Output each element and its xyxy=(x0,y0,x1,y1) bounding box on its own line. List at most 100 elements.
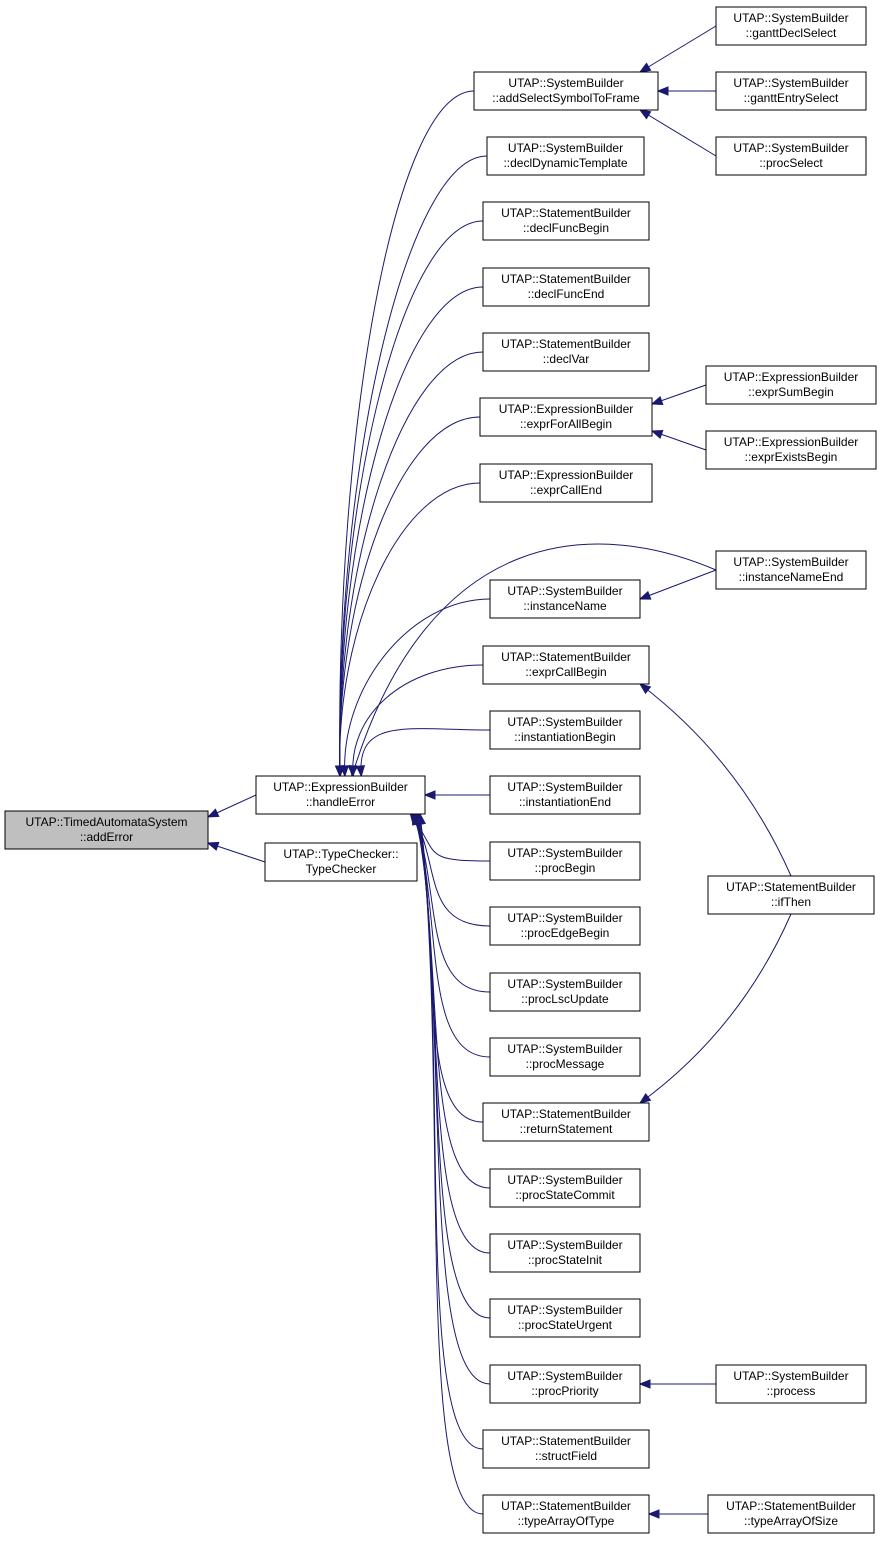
node-label-line1: UTAP::TimedAutomataSystem xyxy=(25,815,187,829)
node-instBegin[interactable]: UTAP::SystemBuilder::instantiationBegin xyxy=(489,710,641,750)
node-ganttDecl[interactable]: UTAP::SystemBuilder::ganttDeclSelect xyxy=(715,6,867,46)
node-instanceName[interactable]: UTAP::SystemBuilder::instanceName xyxy=(489,579,641,619)
edge-ganttEntry-to-addSelect-arrow xyxy=(656,86,669,96)
node-label-line2: TypeChecker xyxy=(306,862,377,876)
node-procStateCommit[interactable]: UTAP::SystemBuilder::procStateCommit xyxy=(489,1168,641,1208)
edge-ifThen-to-returnStmt-arrow xyxy=(638,1092,652,1104)
node-label-line1: UTAP::SystemBuilder xyxy=(507,584,622,598)
node-procStateInit[interactable]: UTAP::SystemBuilder::procStateInit xyxy=(489,1233,641,1273)
edge-procMessage-to-handleError xyxy=(413,813,491,1058)
node-returnStmt[interactable]: UTAP::StatementBuilder::returnStatement xyxy=(482,1102,650,1142)
node-label-line1: UTAP::SystemBuilder xyxy=(507,846,622,860)
edge-declFuncBegin-to-handleError xyxy=(339,220,484,777)
node-label-line2: ::procBegin xyxy=(535,861,596,875)
edge-instanceName-to-handleError-arrow xyxy=(339,765,350,778)
node-exprCallEnd[interactable]: UTAP::ExpressionBuilder::exprCallEnd xyxy=(479,463,653,503)
node-procStateUrgent[interactable]: UTAP::SystemBuilder::procStateUrgent xyxy=(489,1298,641,1338)
node-box xyxy=(489,579,641,619)
node-label-line2: ::typeArrayOfType xyxy=(518,1514,615,1528)
node-box xyxy=(482,645,650,685)
node-label-line2: ::ifThen xyxy=(771,895,811,909)
node-addSelect[interactable]: UTAP::SystemBuilder::addSelectSymbolToFr… xyxy=(473,71,659,111)
node-structField[interactable]: UTAP::StatementBuilder::structField xyxy=(482,1429,650,1469)
node-label-line1: UTAP::SystemBuilder xyxy=(507,1173,622,1187)
node-handleError[interactable]: UTAP::ExpressionBuilder::handleError xyxy=(255,775,426,815)
edge-typeArrayOfType-to-handleError xyxy=(419,813,484,1515)
node-label-line2: ::returnStatement xyxy=(520,1122,613,1136)
node-exprSum[interactable]: UTAP::ExpressionBuilder::exprSumBegin xyxy=(705,365,877,405)
node-instanceNameEnd[interactable]: UTAP::SystemBuilder::instanceNameEnd xyxy=(715,550,867,590)
edge-instanceNameEnd-to-instanceName xyxy=(639,569,717,600)
node-label-line2: ::exprExistsBegin xyxy=(745,450,838,464)
node-procEdgeBegin[interactable]: UTAP::SystemBuilder::procEdgeBegin xyxy=(489,906,641,946)
node-box xyxy=(489,1037,641,1077)
node-label-line2: ::procMessage xyxy=(526,1057,605,1071)
node-label-line1: UTAP::ExpressionBuilder xyxy=(724,370,859,384)
edge-ganttDecl-to-addSelect-arrow xyxy=(638,62,652,73)
node-box xyxy=(479,463,653,503)
edge-exprForAll-to-handleError xyxy=(339,416,481,777)
node-ifThen[interactable]: UTAP::StatementBuilder::ifThen xyxy=(707,875,875,915)
node-label-line1: UTAP::StatementBuilder xyxy=(501,650,631,664)
node-box xyxy=(264,842,418,882)
node-procLsc[interactable]: UTAP::SystemBuilder::procLscUpdate xyxy=(489,972,641,1012)
node-box xyxy=(489,841,641,881)
node-label-line1: UTAP::SystemBuilder xyxy=(507,1042,622,1056)
node-declDynamic[interactable]: UTAP::SystemBuilder::declDynamicTemplate xyxy=(486,136,645,176)
node-label-line1: UTAP::SystemBuilder xyxy=(507,1238,622,1252)
node-procSelect[interactable]: UTAP::SystemBuilder::procSelect xyxy=(715,136,867,176)
node-typeChecker[interactable]: UTAP::TypeChecker::TypeChecker xyxy=(264,842,418,882)
node-label-line2: ::procStateInit xyxy=(528,1253,603,1267)
node-label-line2: ::addSelectSymbolToFrame xyxy=(492,91,640,105)
node-box xyxy=(489,710,641,750)
node-box xyxy=(255,775,426,815)
node-label-line2: ::exprSumBegin xyxy=(748,385,833,399)
node-root[interactable]: UTAP::TimedAutomataSystem::addError xyxy=(4,810,209,850)
node-instEnd[interactable]: UTAP::SystemBuilder::instantiationEnd xyxy=(489,775,641,815)
node-box xyxy=(715,1364,867,1404)
node-label-line1: UTAP::SystemBuilder xyxy=(508,141,623,155)
node-label-line2: ::procLscUpdate xyxy=(521,992,609,1006)
node-label-line2: ::declVar xyxy=(543,352,589,366)
node-exprForAll[interactable]: UTAP::ExpressionBuilder::exprForAllBegin xyxy=(479,397,653,437)
node-label-line1: UTAP::SystemBuilder xyxy=(507,1369,622,1383)
node-process[interactable]: UTAP::SystemBuilder::process xyxy=(715,1364,867,1404)
node-exprCallBegin[interactable]: UTAP::StatementBuilder::exprCallBegin xyxy=(482,645,650,685)
node-exprExists[interactable]: UTAP::ExpressionBuilder::exprExistsBegin xyxy=(705,430,877,470)
node-procPriority[interactable]: UTAP::SystemBuilder::procPriority xyxy=(489,1364,641,1404)
edge-exprExists-to-exprForAll-arrow xyxy=(650,430,664,439)
node-label-line1: UTAP::StatementBuilder xyxy=(726,880,856,894)
node-typeArrayOfSize[interactable]: UTAP::StatementBuilder::typeArrayOfSize xyxy=(707,1494,875,1534)
edge-procEdgeBegin-to-handleError xyxy=(411,813,491,927)
node-label-line1: UTAP::StatementBuilder xyxy=(501,1499,631,1513)
node-ganttEntry[interactable]: UTAP::SystemBuilder::ganttEntrySelect xyxy=(715,71,867,111)
edge-instanceNameEnd-to-handleError xyxy=(351,543,717,777)
node-declVar[interactable]: UTAP::StatementBuilder::declVar xyxy=(482,332,650,372)
node-box xyxy=(707,875,875,915)
node-box xyxy=(489,775,641,815)
node-label-line2: ::declFuncEnd xyxy=(528,287,605,301)
node-label-line1: UTAP::SystemBuilder xyxy=(733,11,848,25)
node-label-line1: UTAP::SystemBuilder xyxy=(507,780,622,794)
edge-declDynamic-to-handleError xyxy=(339,155,488,777)
edge-typeArrayOfType-to-handleError-arrow xyxy=(416,812,426,825)
node-label-line2: ::exprForAllBegin xyxy=(520,417,612,431)
node-typeArrayOfType[interactable]: UTAP::StatementBuilder::typeArrayOfType xyxy=(482,1494,650,1534)
edge-addSelect-to-handleError xyxy=(339,90,475,777)
node-label-line2: ::instantiationBegin xyxy=(514,730,615,744)
node-box xyxy=(489,906,641,946)
node-label-line1: UTAP::StatementBuilder xyxy=(501,337,631,351)
nodes-layer: UTAP::TimedAutomataSystem::addErrorUTAP:… xyxy=(4,6,877,1534)
edge-exprCallBegin-to-handleError xyxy=(352,664,484,777)
node-box xyxy=(489,1298,641,1338)
node-procMessage[interactable]: UTAP::SystemBuilder::procMessage xyxy=(489,1037,641,1077)
node-declFuncBegin[interactable]: UTAP::StatementBuilder::declFuncBegin xyxy=(482,201,650,241)
node-box xyxy=(489,1168,641,1208)
node-label-line1: UTAP::StatementBuilder xyxy=(501,1107,631,1121)
node-box xyxy=(705,365,877,405)
node-box xyxy=(486,136,645,176)
node-declFuncEnd[interactable]: UTAP::StatementBuilder::declFuncEnd xyxy=(482,267,650,307)
edge-ifThen-to-returnStmt xyxy=(639,913,792,1104)
node-procBegin[interactable]: UTAP::SystemBuilder::procBegin xyxy=(489,841,641,881)
